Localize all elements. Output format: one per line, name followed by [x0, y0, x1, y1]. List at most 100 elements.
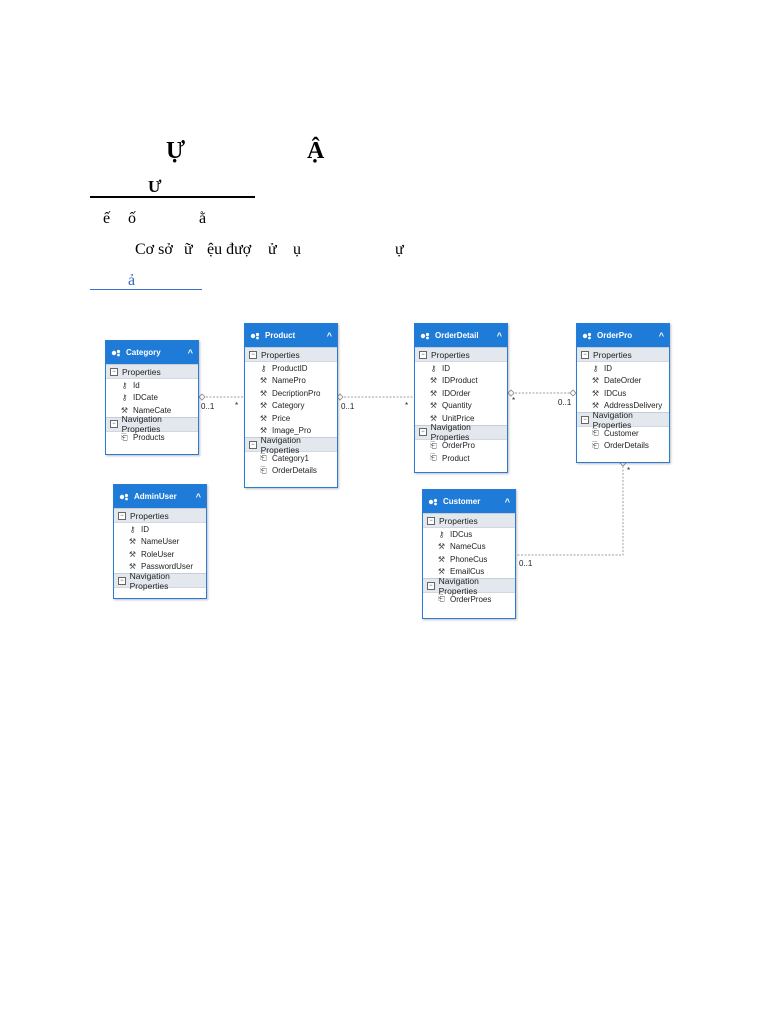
property-row[interactable]: ⚒EmailCus: [423, 566, 515, 579]
navigation-label: Navigation Properties: [592, 409, 633, 430]
property-row[interactable]: ⚒DecriptionPro: [245, 387, 337, 400]
collapse-toggle-icon[interactable]: −: [249, 440, 257, 449]
property-row[interactable]: ⚒Image_Pro: [245, 425, 337, 438]
collapse-chevron-icon[interactable]: ^: [195, 491, 201, 502]
collapse-chevron-icon[interactable]: ^: [496, 330, 502, 341]
key-icon: ⚷: [129, 524, 136, 534]
nav-icon: ⎗: [592, 440, 599, 450]
properties-label: Properties: [130, 510, 169, 521]
entity-header[interactable]: AdminUser^: [114, 485, 206, 508]
mult-od-op-left: *: [512, 396, 516, 405]
properties-label: Properties: [593, 349, 632, 360]
diamond-product: [336, 393, 344, 401]
property-name: NameUser: [141, 537, 180, 547]
mult-cat-prod-left: 0..1: [201, 402, 215, 411]
collapse-chevron-icon[interactable]: ^: [658, 330, 664, 341]
properties-section-header[interactable]: −Properties: [245, 347, 337, 362]
diamond-orderdetail: [507, 389, 515, 397]
navigation-section-header[interactable]: −Navigation Properties: [245, 435, 337, 455]
entity-header[interactable]: OrderPro^: [577, 324, 669, 347]
property-row[interactable]: ⚷IDCus: [423, 528, 515, 541]
navigation-row[interactable]: ⎗OrderPro: [415, 440, 507, 453]
collapse-toggle-icon[interactable]: −: [581, 415, 589, 424]
wrench-icon: ⚒: [128, 537, 137, 547]
property-row[interactable]: ⚒UnitPrice: [415, 412, 507, 425]
caption-link-underline: [90, 289, 202, 290]
entity-orderpro[interactable]: OrderPro^−Properties⚷ID⚒DateOrder⚒IDCus⚒…: [576, 323, 670, 463]
navigation-row[interactable]: ⎗Customer: [577, 427, 669, 440]
entity-adminuser[interactable]: AdminUser^−Properties⚷ID⚒NameUser⚒RoleUs…: [113, 484, 207, 599]
entity-header[interactable]: Customer^: [423, 490, 515, 513]
collapse-chevron-icon[interactable]: ^: [326, 330, 332, 341]
entity-type-icon: [111, 349, 121, 357]
property-row[interactable]: ⚒ NameUser: [114, 536, 206, 549]
properties-section-header[interactable]: −Properties: [114, 508, 206, 523]
property-row[interactable]: ⚒IDOrder: [415, 387, 507, 400]
property-row[interactable]: ⚒PasswordUser: [114, 561, 206, 574]
heading-char-2: Ậ: [307, 138, 325, 164]
navigation-row[interactable]: ⎗Products: [106, 432, 198, 445]
entity-customer[interactable]: Customer^−Properties⚷IDCus⚒NameCus⚒Phone…: [422, 489, 516, 619]
nav-icon: ⎗: [121, 432, 128, 442]
navigation-section-header[interactable]: −Navigation Properties: [415, 422, 507, 442]
property-row[interactable]: ⚷Id: [106, 379, 198, 392]
property-row[interactable]: ⚒DateOrder: [577, 375, 669, 388]
entity-header[interactable]: Product^: [245, 324, 337, 347]
property-row[interactable]: ⚒IDCus: [577, 387, 669, 400]
navigation-row[interactable]: ⎗Category1: [245, 452, 337, 465]
property-row[interactable]: ⚒Price: [245, 412, 337, 425]
wrench-icon: ⚒: [259, 388, 268, 398]
entity-orderdetail[interactable]: OrderDetail^−Properties⚷ID⚒IDProduct⚒IDO…: [414, 323, 508, 473]
properties-section-header[interactable]: −Properties: [423, 513, 515, 528]
entity-header[interactable]: Category^: [106, 341, 198, 364]
navigation-section-header[interactable]: −Navigation Properties: [114, 570, 206, 591]
collapse-chevron-icon[interactable]: ^: [504, 496, 510, 507]
navigation-row[interactable]: ⎗OrderDetails: [245, 465, 337, 478]
property-name: NameCate: [133, 405, 172, 415]
navigation-section-header[interactable]: −Navigation Properties: [423, 576, 515, 596]
properties-section-header[interactable]: −Properties: [577, 347, 669, 362]
property-row[interactable]: ⚒PhoneCus: [423, 553, 515, 566]
collapse-toggle-icon[interactable]: −: [118, 511, 126, 520]
property-row[interactable]: ⚒NameCus: [423, 541, 515, 554]
entity-header[interactable]: OrderDetail^: [415, 324, 507, 347]
property-name: IDOrder: [442, 388, 471, 398]
property-row[interactable]: ⚷ID: [114, 523, 206, 536]
navigation-section-header[interactable]: −Navigation Properties: [106, 414, 198, 434]
collapse-toggle-icon[interactable]: −: [419, 428, 427, 436]
navigation-row[interactable]: ⎗OrderProes: [423, 593, 515, 606]
property-row[interactable]: ⚒NamePro: [245, 375, 337, 388]
figure-caption-link[interactable]: ả: [128, 272, 136, 289]
property-row[interactable]: ⚒IDProduct: [415, 375, 507, 388]
property-row[interactable]: ⚷IDCate: [106, 392, 198, 405]
navigation-row[interactable]: ⎗Product: [415, 452, 507, 465]
navigation-row[interactable]: ⎗OrderDetails: [577, 440, 669, 453]
collapse-toggle-icon[interactable]: −: [427, 581, 435, 590]
properties-label: Properties: [439, 515, 478, 526]
collapse-toggle-icon[interactable]: −: [249, 350, 257, 359]
collapse-toggle-icon[interactable]: −: [427, 516, 435, 525]
key-icon: ⚷: [592, 363, 599, 373]
property-row[interactable]: ⚷ProductID: [245, 362, 337, 375]
property-row[interactable]: ⚷ID: [577, 362, 669, 375]
property-row[interactable]: ⚒Quantity: [415, 400, 507, 413]
property-row[interactable]: ⚒AddressDelivery: [577, 400, 669, 413]
property-row[interactable]: ⚷ID: [415, 362, 507, 375]
navigation-section-header[interactable]: −Navigation Properties: [577, 409, 669, 430]
collapse-toggle-icon[interactable]: −: [110, 420, 118, 428]
entity-product[interactable]: Product^−Properties⚷ProductID⚒NamePro⚒De…: [244, 323, 338, 488]
collapse-toggle-icon[interactable]: −: [581, 350, 589, 359]
navigation-label: Navigation Properties: [129, 570, 170, 591]
collapse-toggle-icon[interactable]: −: [419, 350, 427, 359]
entity-category[interactable]: Category^−Properties⚷Id⚷IDCate⚒NameCate−…: [105, 340, 199, 455]
properties-section-header[interactable]: −Properties: [415, 347, 507, 362]
property-row[interactable]: ⚒Category: [245, 400, 337, 413]
key-icon: ⚷: [430, 363, 437, 373]
collapse-toggle-icon[interactable]: −: [118, 576, 126, 585]
collapse-chevron-icon[interactable]: ^: [187, 347, 193, 358]
property-row[interactable]: ⚒NameCate: [106, 404, 198, 417]
collapse-toggle-icon[interactable]: −: [110, 367, 118, 376]
properties-section-header[interactable]: −Properties: [106, 364, 198, 379]
property-row[interactable]: ⚒RoleUser: [114, 548, 206, 561]
